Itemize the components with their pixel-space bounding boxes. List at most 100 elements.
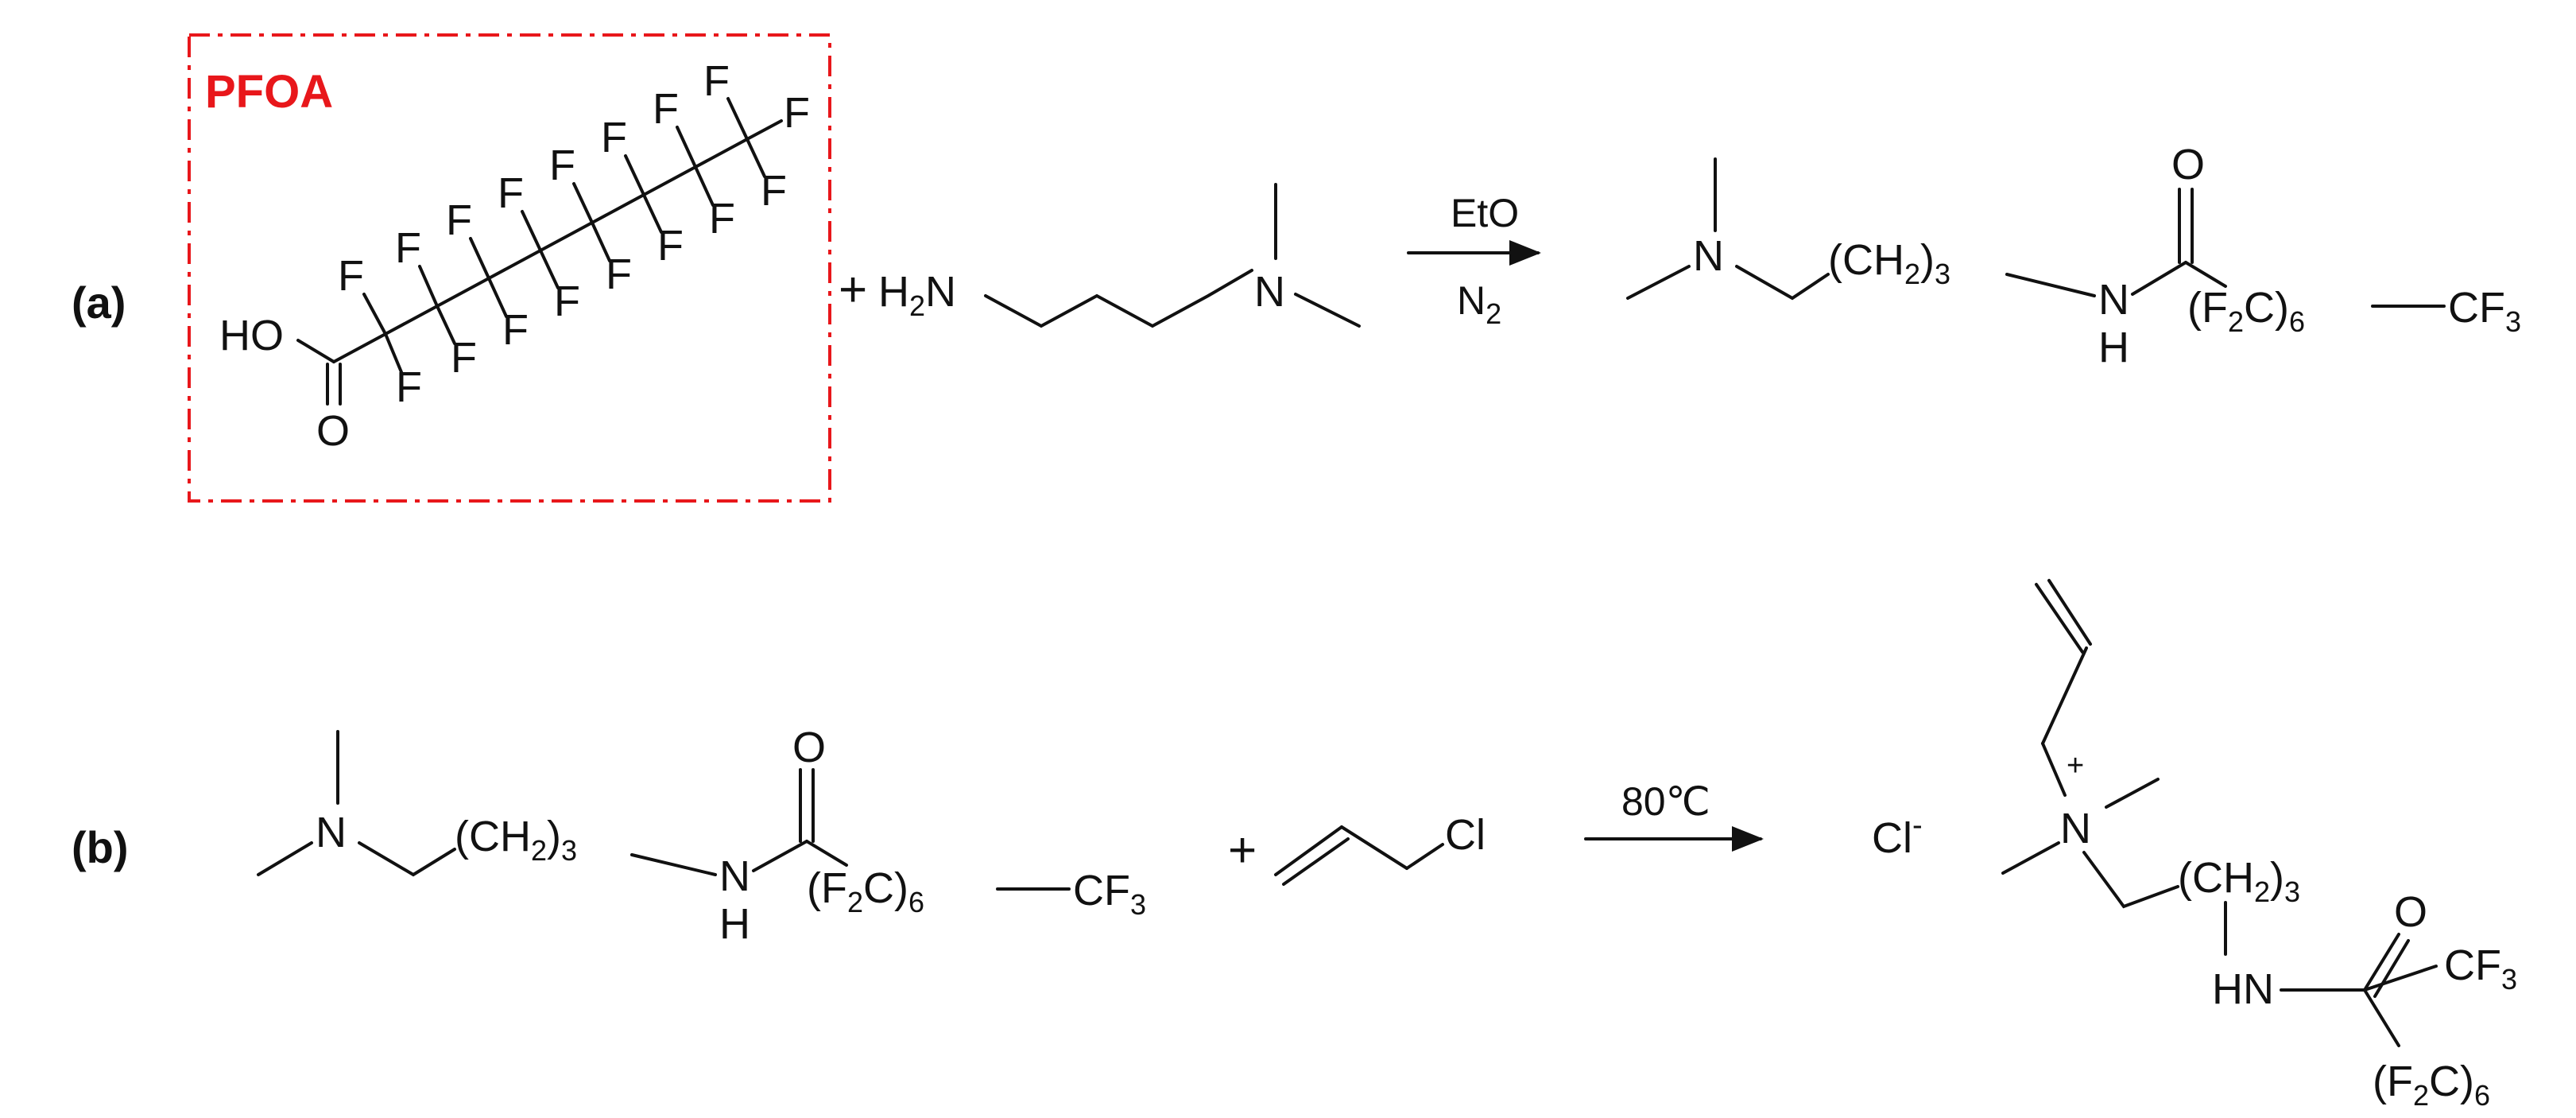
cf-bond [539,249,560,289]
methylene-chain: (CH2)3 [1828,236,1950,290]
fluorine-atom: F [498,169,524,217]
fluorine-atom: F [784,89,810,137]
cf-bond [384,332,403,374]
reactant-b: N (CH2)3 N H O (F2C)6 CF3 [257,724,1146,948]
reaction-arrow-b: 80℃ [1584,779,1764,852]
methylene-chain: (CH2)3 [455,813,577,867]
cf-bond [591,221,611,262]
n-allyl-bond [2041,742,2067,797]
trifluoromethyl: CF3 [1073,867,1146,921]
fluorine-atom: F [549,142,575,189]
carbonyl-cf-bond [805,840,848,867]
allyl-chloride: Cl [1274,811,1486,886]
carbonyl-o: O [2394,888,2427,936]
perfluoro-chain: (F2C)6 [2187,284,2305,338]
panel-a-label: (a) [72,278,126,328]
allyl-double-1 [2035,583,2084,654]
fluorine-atom: F [653,85,679,133]
panel-b: (b) N (CH2)3 N H O (F2C)6 CF3 + [72,579,2517,1112]
product-amine-n: N [1693,232,1724,280]
cf-bond [676,126,697,169]
vinyl-double-1 [1274,825,1343,876]
fluorine-atom: F [761,167,787,215]
plus-sign: + [839,262,867,317]
n-methyl-bond [1626,265,1691,300]
n-methyl-bond [1294,293,1361,328]
methylene-chain: (CH2)3 [2178,854,2300,908]
carbonyl-double-1 [2363,933,2400,992]
reaction-arrow-a: EtO N2 [1407,191,1541,330]
quaternary-n: N [2060,805,2091,852]
n-carbonyl-bond [752,840,808,872]
fluorine-atom: F [657,222,684,270]
fluorine-atom: F [395,224,421,272]
cf-bond [521,210,542,252]
fluorine-atom: F [396,363,422,411]
pfoa-molecule: PFOA HO O [188,33,831,503]
plus-sign: + [1228,823,1257,878]
fluorine-atom: F [502,306,529,354]
carbonyl-cf-bond [2184,261,2227,288]
cf-bond [746,119,783,141]
n-ch2-bond [2082,851,2179,909]
fluorine-atom: F [554,278,580,325]
n-ch2-bond [358,841,456,877]
fluorine-atom: F [451,334,477,382]
allyl-ch2-bond [1340,825,1408,870]
carbonyl-o: O [2171,141,2205,188]
cf-bond [694,165,715,207]
cf-bond [418,265,439,308]
cf-bond [572,182,594,224]
allyl-double-2 [2047,579,2092,646]
dimethylaminopropylamine: H2N N [878,183,1361,328]
pfoa-oh-bond [296,339,335,363]
cf-bond [487,277,508,318]
vinyl-double-2 [1282,837,1350,886]
cf-bond [746,138,766,178]
cf-bond [642,193,663,234]
pfoa-carbonyl-oxygen: O [316,407,350,455]
pfoa-title: PFOA [205,66,333,118]
condition-solvent: EtO [1451,191,1519,235]
pfoa-highlight-box [188,33,831,503]
n-methyl-bond [2105,778,2160,809]
propyl-chain [984,269,1253,328]
chlorine-atom: Cl [1445,811,1486,859]
product-a: N (CH2)3 N H O (F2C)6 CF3 [1626,141,2521,371]
amide-n: N [2098,276,2129,324]
chain-nh-bond [630,853,717,876]
cf-bond [362,293,387,336]
perfluoro-chain: (F2C)6 [807,864,924,918]
cf-bond [726,97,749,141]
panel-a: (a) PFOA HO O [72,33,2521,503]
cf-bond [624,154,645,196]
cf-bond [469,237,490,280]
reactant-amine-n: N [316,809,347,856]
ammonium-charge: + [2067,749,2084,782]
quaternary-ammonium-product: + N (CH2)3 HN O CF3 (F2C)6 [2001,579,2517,1112]
carbonyl-cf3-bond [2363,965,2438,992]
pfoa-hydroxyl: HO [219,312,284,359]
fluorine-atom: F [703,57,730,105]
condition-temperature: 80℃ [1621,779,1710,824]
carbonyl-cf-chain-bond [2363,988,2400,1047]
fluorine-atom: F [601,114,627,161]
fluorine-atom: F [709,195,735,243]
perfluoro-chain: (F2C)6 [2373,1058,2490,1112]
fluorine-atom: F [606,250,632,298]
amide-h: H [719,900,750,948]
n-carbonyl-bond [2131,261,2187,296]
fluorine-atom: F [446,196,472,244]
n-methyl-bond [2001,841,2060,875]
fluorine-atom: F [338,252,364,300]
panel-b-label: (b) [72,822,129,872]
carbonyl-o: O [792,724,826,771]
c-cl-bond [1405,843,1444,870]
primary-amine-label: H2N [878,268,956,322]
condition-atmosphere: N2 [1457,278,1501,330]
chloride-counter-ion: Cl- [1872,809,1923,862]
chain-nh-bond [2005,273,2096,297]
n-ch2-bond [1735,265,1830,301]
amide-n: N [719,852,750,900]
